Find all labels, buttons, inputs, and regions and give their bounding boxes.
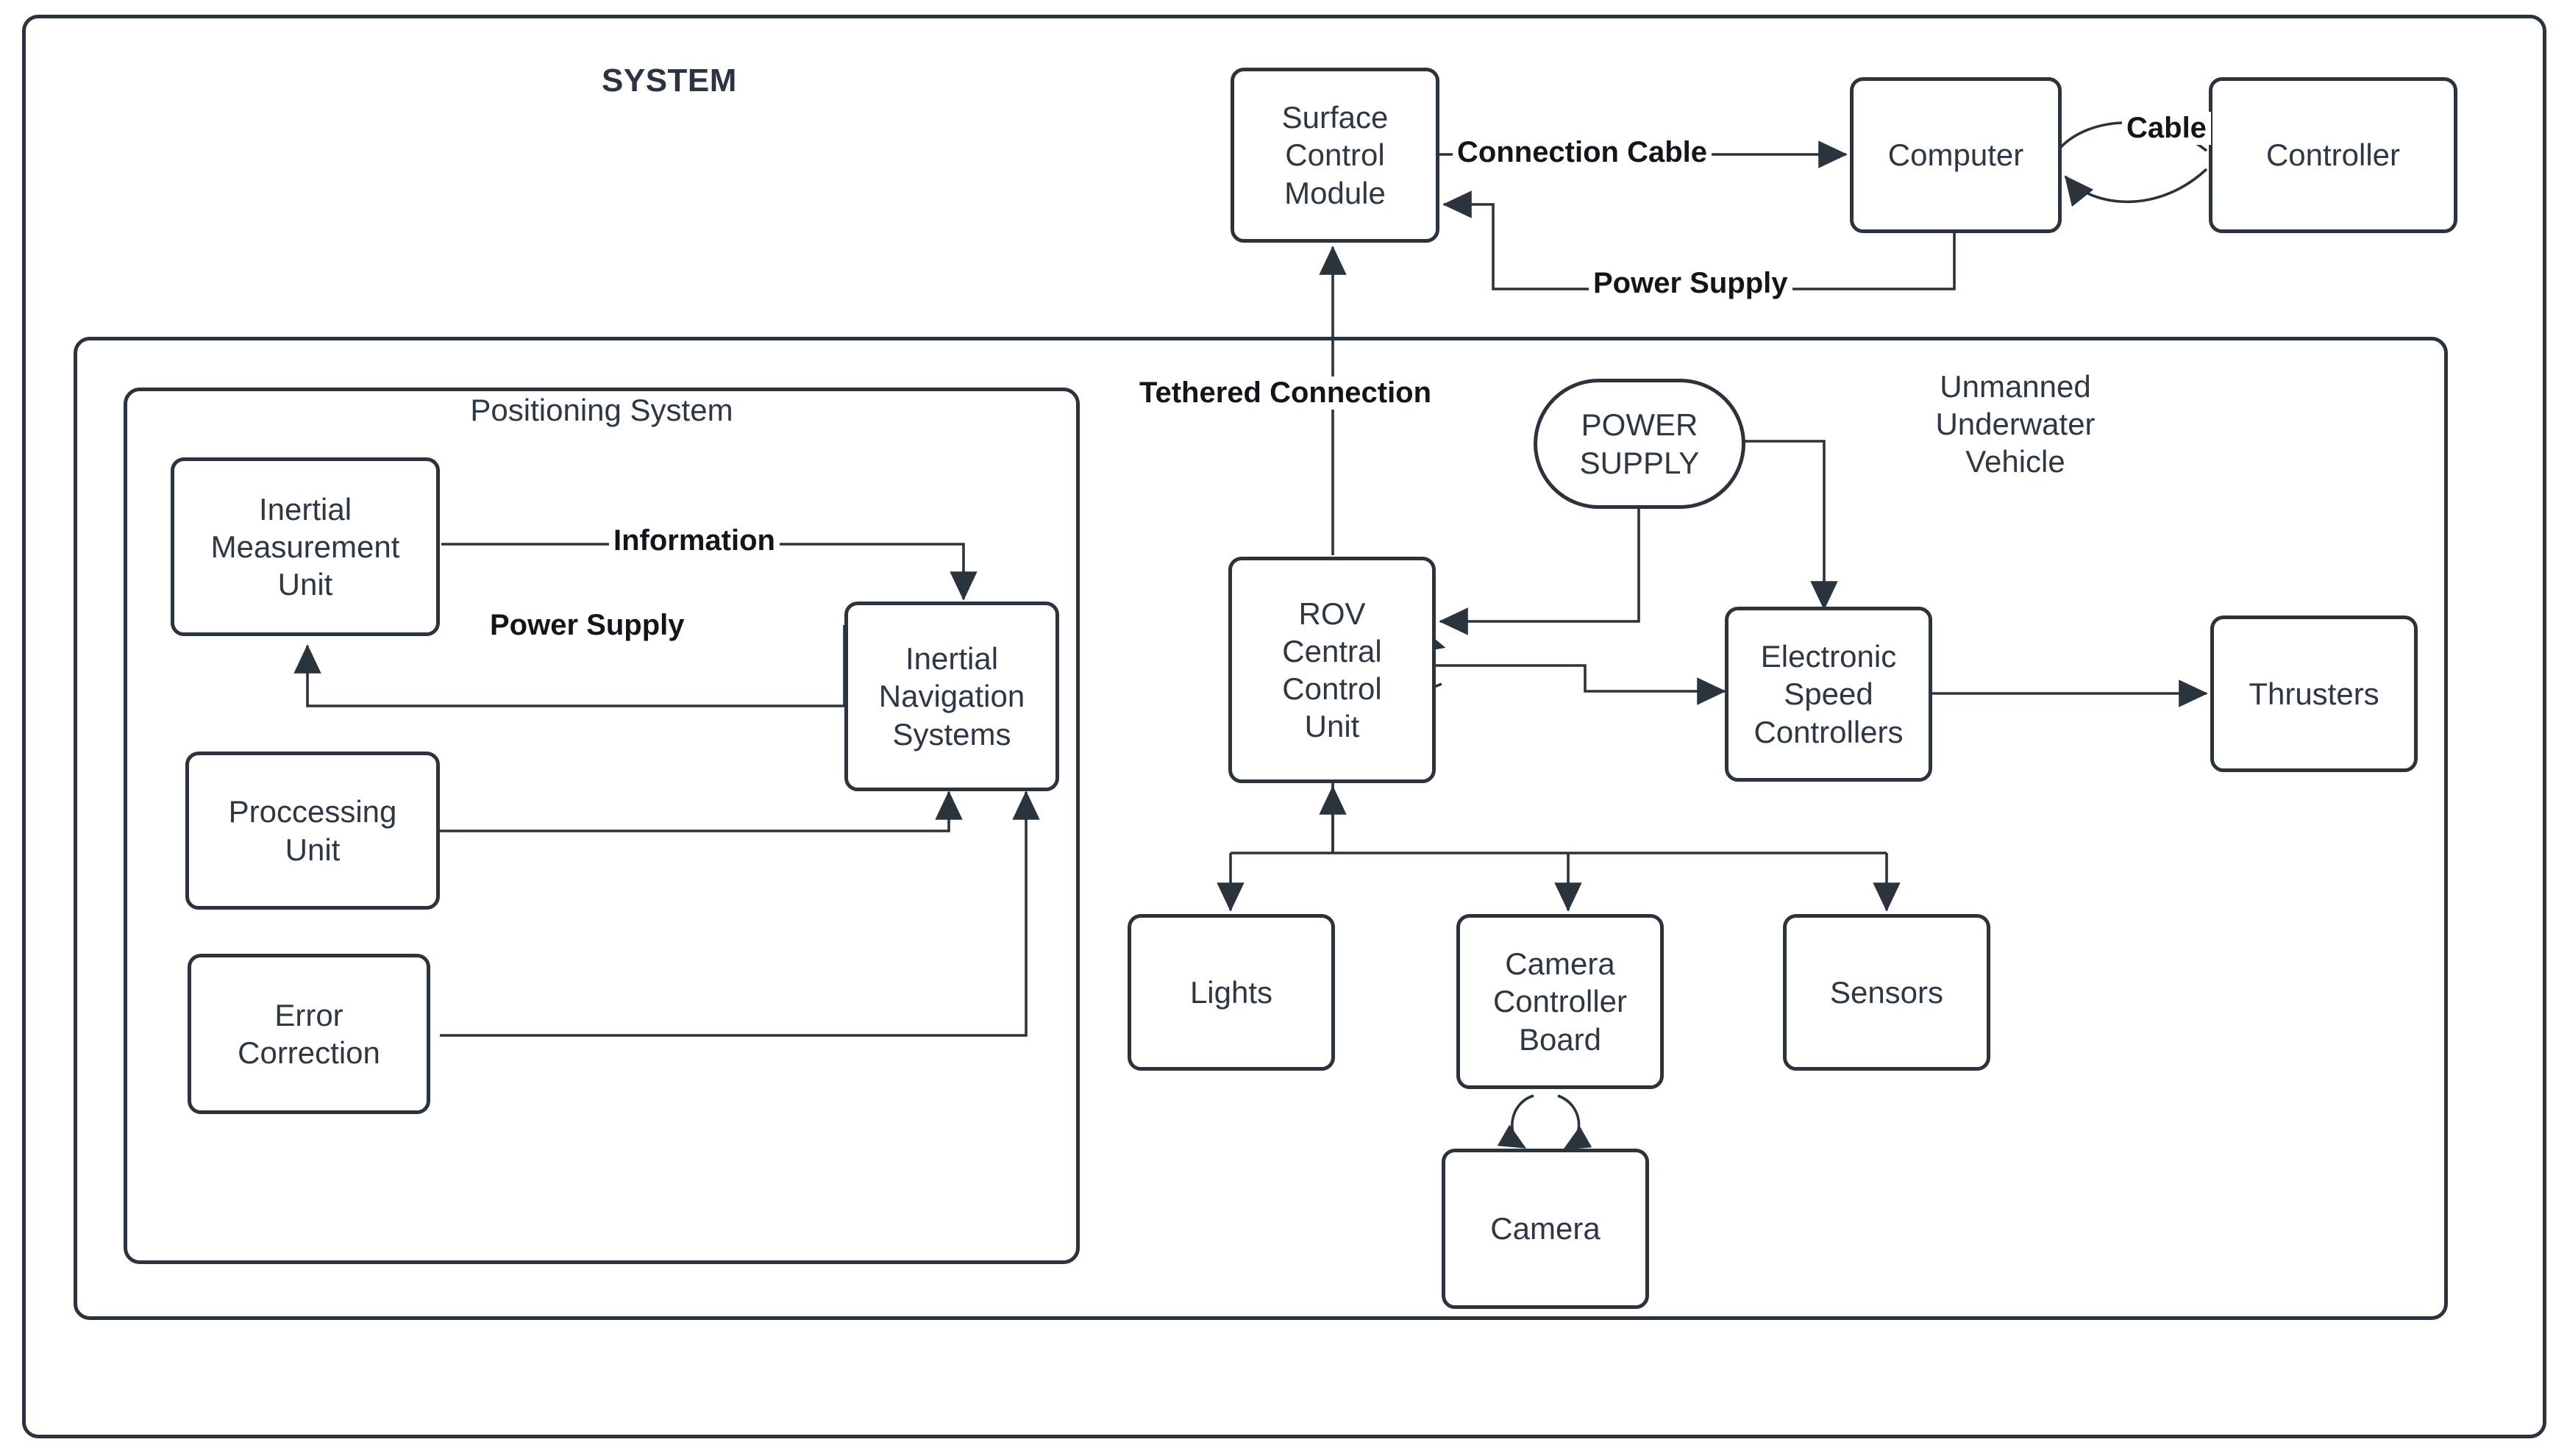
node-controller[interactable]: Controller [2209, 77, 2457, 233]
node-thrusters[interactable]: Thrusters [2210, 615, 2418, 772]
node-lights[interactable]: Lights [1128, 914, 1335, 1071]
edge-label-connection-cable: Connection Cable [1453, 136, 1712, 169]
edge-label-power-supply-top: Power Supply [1589, 267, 1792, 300]
node-error-correction[interactable]: Error Correction [188, 954, 430, 1114]
node-camera[interactable]: Camera [1442, 1149, 1649, 1309]
node-computer[interactable]: Computer [1850, 77, 2062, 233]
positioning-system-label: Positioning System [470, 393, 733, 427]
node-electronic-speed-controllers[interactable]: Electronic Speed Controllers [1725, 607, 1932, 782]
page-title: SYSTEM [602, 63, 737, 99]
uuv-container [74, 337, 2448, 1320]
edge-label-power-supply-imu: Power Supply [485, 609, 689, 642]
node-sensors[interactable]: Sensors [1783, 914, 1990, 1071]
uuv-label: Unmanned Underwater Vehicle [1935, 369, 2096, 479]
edge-label-information: Information [609, 524, 780, 557]
system-container [22, 15, 2546, 1438]
positioning-system-container [124, 388, 1080, 1264]
edge-label-tethered-connection: Tethered Connection [1135, 377, 1436, 410]
node-power-supply[interactable]: POWER SUPPLY [1534, 379, 1745, 509]
node-inertial-measurement-unit[interactable]: Inertial Measurement Unit [171, 457, 440, 636]
node-camera-controller-board[interactable]: Camera Controller Board [1456, 914, 1664, 1089]
node-inertial-navigation-systems[interactable]: Inertial Navigation Systems [844, 602, 1059, 791]
node-rov-central-control-unit[interactable]: ROV Central Control Unit [1228, 557, 1436, 783]
node-proccessing-unit[interactable]: Proccessing Unit [185, 752, 440, 910]
edge-label-cable: Cable [2122, 112, 2211, 145]
node-surface-control-module[interactable]: Surface Control Module [1231, 68, 1439, 243]
